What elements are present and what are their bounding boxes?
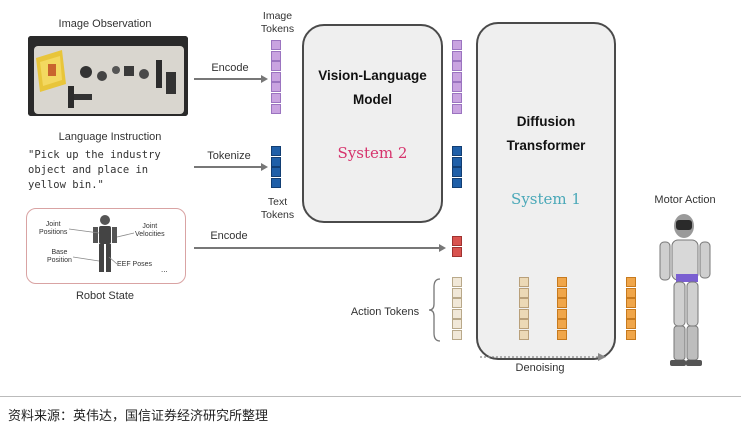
encode-state-label: Encode [210,230,248,242]
robot-label-leaders [68,228,135,265]
language-instruction-title: Language Instruction [58,131,162,143]
action-tokens-label: Action Tokens [350,306,420,318]
state-token [452,236,462,246]
denoising-token [557,287,567,298]
robot-state-box: Joint Positions Joint Velocities Base Po… [26,208,186,284]
system-2-label: System 2 [337,144,408,162]
denoising-token [519,308,529,319]
image-token [452,103,462,114]
action-token [452,287,462,298]
action-token [452,308,462,319]
image-token [452,61,462,72]
text-token [271,167,281,178]
image-token [271,50,281,61]
motor-action-token [626,330,636,340]
image-observation-photo [28,36,188,116]
action-token [452,330,462,340]
image-token [271,103,281,114]
text-tokens-label: Text Tokens [260,196,295,221]
image-token [452,93,462,103]
action-token [452,319,462,330]
eef-poses-label: EEF Poses [117,261,153,268]
instruction-line-3: yellow bin." [28,179,104,191]
text-token [452,177,462,188]
image-token [452,50,462,61]
system-1-label: System 1 [511,190,581,208]
diffusion-transformer-box: Diffusion Transformer System 1 [476,22,616,360]
denoising-token [557,330,567,340]
encode-state-arrowhead [439,243,446,252]
image-observation-title: Image Observation [58,18,152,30]
denoising-token [519,298,529,309]
image-token [271,40,281,50]
motor-action-token [626,277,636,287]
state-token [452,246,462,257]
encode-image-label: Encode [211,62,249,74]
instruction-line-2: object and place in [28,164,149,176]
text-token [452,167,462,178]
tokenize-arrowhead [261,162,268,171]
encode-image-arrow [194,78,262,80]
vlm-title-line-1: Vision-Language [318,68,427,83]
dit-title-line-2: Transformer [506,138,586,153]
text-token [271,156,281,167]
humanoid-robot-image [659,214,711,366]
more-ellipsis: ... [161,265,168,274]
denoising-token [519,287,529,298]
image-token [271,82,281,93]
vision-language-model-box: Vision-Language Model System 2 [302,24,443,223]
motor-action-token [626,319,636,330]
denoising-token [557,319,567,330]
text-token [271,146,281,156]
image-token [452,71,462,82]
robot-figure-icon [93,215,117,272]
instruction-line-1: "Pick up the industry [28,149,161,161]
encode-state-arrow [194,247,440,249]
tokenize-arrow [194,166,262,168]
motor-action-token [626,298,636,309]
joint-velocities-label: Joint Velocities [135,223,165,238]
denoising-token [519,330,529,340]
motor-action-label: Motor Action [654,194,716,206]
instruction-text: "Pick up the industry object and place i… [28,148,203,193]
denoising-token [519,319,529,330]
denoising-label: Denoising [515,362,565,374]
image-token [271,71,281,82]
source-note: 资料来源：英伟达，国信证券经济研究所整理 [8,409,269,424]
denoising-token [557,308,567,319]
motor-action-token [626,287,636,298]
image-token [271,61,281,72]
text-token [452,156,462,167]
image-token [452,82,462,93]
joint-positions-label: Joint Positions [39,221,68,236]
image-token [271,93,281,103]
denoising-token [519,277,529,287]
image-tokens-label: Image Tokens [260,10,295,35]
motor-action-token [626,308,636,319]
action-token [452,298,462,309]
denoising-arrow [480,353,606,361]
denoising-token [557,277,567,287]
vlm-title-line-2: Model [353,92,392,107]
action-tokens-brace [428,278,441,342]
text-token [452,146,462,156]
image-token [452,40,462,50]
denoising-token [557,298,567,309]
dit-title-line-1: Diffusion [516,114,576,129]
action-token [452,277,462,287]
footer-divider [0,396,741,397]
base-position-label: Base Position [47,249,72,264]
robot-state-title: Robot State [75,290,135,302]
tabletop-scene-image [28,36,188,116]
tokenize-label: Tokenize [207,150,251,162]
text-token [271,177,281,188]
encode-image-arrowhead [261,74,268,83]
